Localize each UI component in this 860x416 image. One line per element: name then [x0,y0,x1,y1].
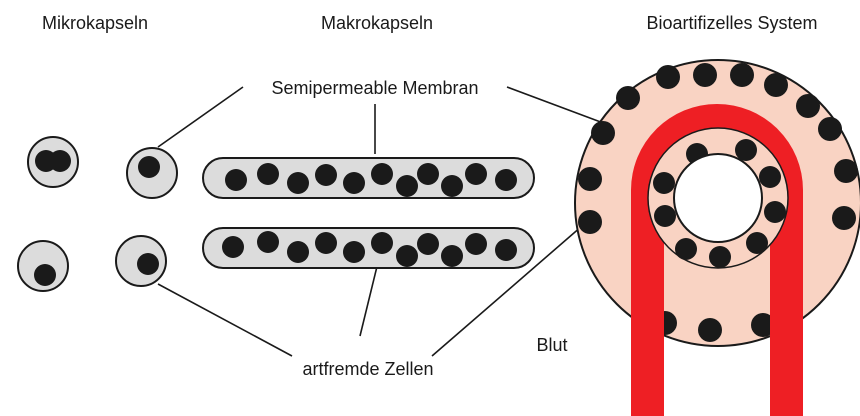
cell [653,172,675,194]
bioartifizelles-system [575,60,860,416]
cell [591,121,615,145]
cell [441,245,463,267]
cell [616,86,640,110]
leader-membrane-micro [158,87,243,147]
cell [465,233,487,255]
cell [746,232,768,254]
cell [315,164,337,186]
cell [578,167,602,191]
cell [693,63,717,87]
cell [764,201,786,223]
leader-cells-micro [158,284,292,356]
cell [343,172,365,194]
cell [675,238,697,260]
cell [832,206,856,230]
cell [417,163,439,185]
cell [730,63,754,87]
cell [818,117,842,141]
cell [287,172,309,194]
cell [257,163,279,185]
cell [396,245,418,267]
cell [371,232,393,254]
cell [222,236,244,258]
cell [709,246,731,268]
cell [495,239,517,261]
cell [287,241,309,263]
cell [834,159,858,183]
heading-makrokapseln: Makrokapseln [321,13,433,33]
makrokapsel-top [203,158,534,198]
cell [225,169,247,191]
mikrokapsel-group [18,137,177,291]
heading-bioartifizelles-system: Bioartifizelles System [646,13,817,33]
label-semipermeable-membran: Semipermeable Membran [271,78,478,98]
cell [698,318,722,342]
leader-lines [158,87,614,356]
mikrokapsel-2 [127,148,177,198]
cell [257,231,279,253]
cell [34,264,56,286]
cell [138,156,160,178]
cell [578,210,602,234]
cell [315,232,337,254]
cell [759,166,781,188]
cell [764,73,788,97]
mikrokapsel-3 [18,241,68,291]
cell [656,65,680,89]
heading-mikrokapseln: Mikrokapseln [42,13,148,33]
cell [396,175,418,197]
makrokapsel-bottom [203,228,534,268]
cell [735,139,757,161]
cell [654,205,676,227]
label-blut: Blut [536,335,567,355]
leader-membrane-bio [507,87,614,127]
cell [465,163,487,185]
cell [343,241,365,263]
cell [371,163,393,185]
mikrokapsel-1 [28,137,78,187]
cell [441,175,463,197]
mikrokapsel-4 [116,236,166,286]
inner-lumen [674,154,762,242]
cell [796,94,820,118]
cell [49,150,71,172]
label-artfremde-zellen: artfremde Zellen [302,359,433,379]
cell [417,233,439,255]
cell [137,253,159,275]
cell [495,169,517,191]
